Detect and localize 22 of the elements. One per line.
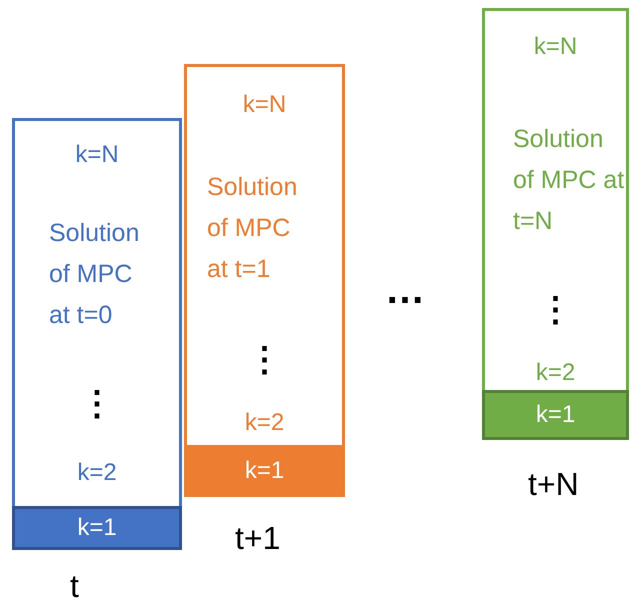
solution-text: Solution of MPC at t=N: [513, 124, 625, 237]
first-step-bar: k=1: [12, 506, 182, 550]
ellipsis: …: [385, 268, 425, 313]
horizon-column: [482, 8, 629, 440]
time-label: t: [70, 568, 79, 605]
step-label: k=N: [242, 91, 286, 119]
vertical-ellipsis: ⋮: [538, 290, 572, 330]
vertical-ellipsis: ⋮: [80, 384, 114, 424]
step-label: k=2: [244, 409, 284, 437]
horizon-column: [184, 64, 345, 497]
time-label: t+N: [528, 466, 579, 503]
first-step-bar: k=1: [482, 390, 629, 440]
solution-text: Solution of MPC at t=0: [49, 218, 140, 331]
time-label: t+1: [235, 520, 280, 557]
horizon-column: [12, 118, 182, 550]
first-step-bar: k=1: [184, 445, 345, 497]
step-label: k=2: [536, 359, 576, 387]
vertical-ellipsis: ⋮: [248, 340, 282, 380]
step-label: k=N: [534, 33, 578, 61]
step-label: k=N: [75, 141, 119, 169]
solution-text: Solution of MPC at t=1: [207, 172, 298, 285]
step-label: k=2: [77, 459, 117, 487]
